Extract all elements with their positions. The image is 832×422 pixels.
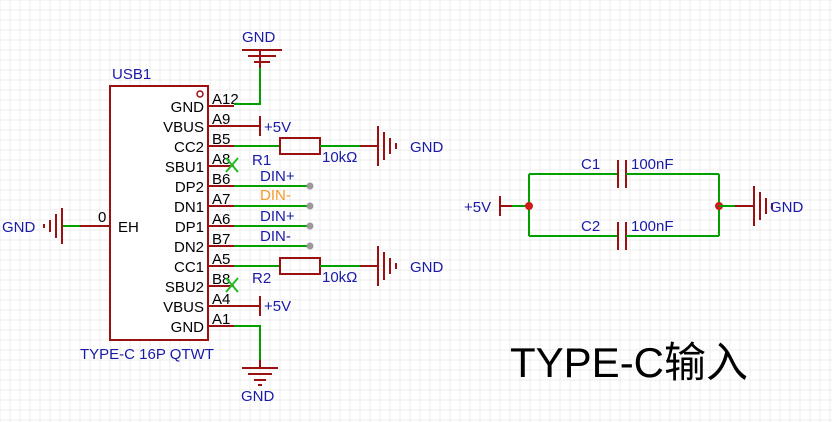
capacitor-network: +5V GND (464, 174, 804, 236)
usb-pin-name: VBUS (163, 299, 204, 316)
plus5v-label-a9: +5V (264, 119, 291, 136)
usb-pin-number: A1 (212, 311, 230, 328)
usb-pin-number: A6 (212, 211, 230, 228)
usb-pin-name: CC1 (174, 259, 204, 276)
schematic-title: TYPE-C输入 (510, 339, 748, 386)
usb-pin-number: A9 (212, 111, 230, 128)
usb-pin-number: A12 (212, 91, 239, 108)
c2-value: 100nF (631, 218, 674, 235)
usb-pin-name: GND (171, 99, 205, 116)
gnd-label-top: GND (242, 29, 276, 46)
plus5v-label-caps: +5V (464, 199, 491, 216)
usb-pin-name: DP1 (175, 219, 204, 236)
data-net-din-minus-a7: DIN- (234, 187, 314, 210)
usb-pin-number: B5 (212, 131, 230, 148)
r2-resistor[interactable]: R2 10kΩ (234, 257, 360, 287)
gnd-symbol-bottom: GND (234, 325, 278, 405)
usb-pin-name: GND (171, 319, 205, 336)
gnd-label-bottom: GND (241, 388, 275, 405)
usb-pin-number: B6 (212, 171, 230, 188)
usb-footprint: TYPE-C 16P QTWT (80, 346, 214, 363)
data-net-din-plus-a6: DIN+ (234, 208, 314, 230)
capacitor-c2[interactable]: C2 100nF (529, 218, 719, 250)
usb-pin-name: SBU2 (165, 279, 204, 296)
r2-ref: R2 (252, 270, 271, 287)
r1-value: 10kΩ (322, 149, 357, 166)
din-plus-label-a6: DIN+ (260, 208, 295, 225)
usb-designator: USB1 (112, 66, 151, 83)
usb-pin-name: DN1 (174, 199, 204, 216)
gnd-symbol-left: GND (2, 208, 80, 244)
c2-ref: C2 (581, 218, 600, 235)
eh-label: EH (118, 219, 139, 236)
usb-pin-name: DN2 (174, 239, 204, 256)
r1-resistor[interactable]: R1 10kΩ (234, 137, 360, 169)
din-plus-label-b6: DIN+ (260, 168, 295, 185)
usb-pin-name: SBU1 (165, 159, 204, 176)
usb-pin-number: B7 (212, 231, 230, 248)
usb-pin-name: DP2 (175, 179, 204, 196)
no-connect-sbu1 (225, 157, 239, 173)
din-minus-label-b7: DIN- (260, 228, 291, 245)
r1-ref: R1 (252, 152, 271, 169)
data-net-din-minus-b7: DIN- (234, 228, 314, 250)
usb-pin-number: B8 (212, 271, 230, 288)
usb-pin-number: A8 (212, 151, 230, 168)
capacitor-c1[interactable]: C1 100nF (529, 156, 719, 188)
usb-pin-name: CC2 (174, 139, 204, 156)
usb-pin-number: A4 (212, 291, 230, 308)
c1-value: 100nF (631, 156, 674, 173)
plus5v-flag-a9: +5V (234, 116, 291, 136)
eh-pin-number: 0 (98, 209, 106, 226)
din-minus-label-a7: DIN- (260, 187, 291, 204)
data-net-din-plus-b6: DIN+ (234, 168, 314, 190)
plus5v-label-a4: +5V (264, 298, 291, 315)
gnd-symbol-r1: GND (360, 126, 444, 166)
c1-ref: C1 (581, 156, 600, 173)
pin1-marker (196, 90, 204, 98)
plus5v-flag-a4: +5V (234, 296, 291, 316)
gnd-label-r2: GND (410, 259, 444, 276)
r2-value: 10kΩ (322, 269, 357, 286)
junction-left (525, 202, 533, 210)
usb-body (109, 85, 209, 341)
gnd-symbol-r2: GND (360, 246, 444, 286)
gnd-label-r1: GND (410, 139, 444, 156)
gnd-label-left: GND (2, 219, 36, 236)
usb-pin-name: VBUS (163, 119, 204, 136)
no-connect-sbu2 (225, 277, 239, 293)
gnd-label-caps: GND (770, 199, 804, 216)
usb-pin-number: A7 (212, 191, 230, 208)
usb-pin-number: A5 (212, 251, 230, 268)
gnd-symbol-top: GND (234, 29, 282, 105)
